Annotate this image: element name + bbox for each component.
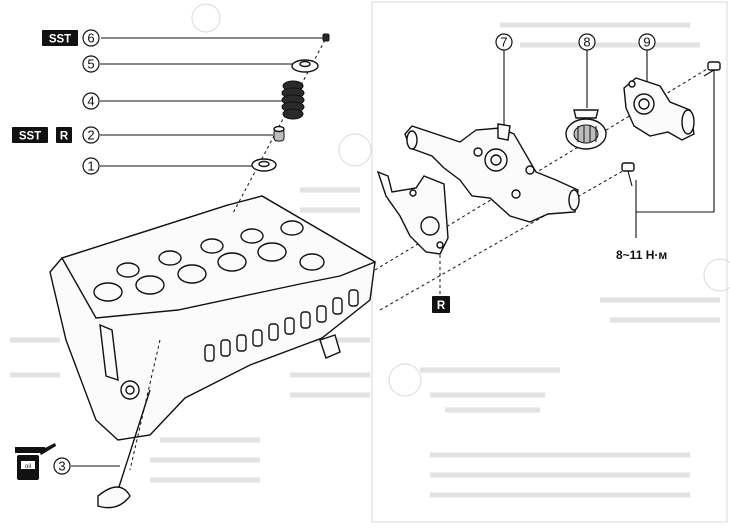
svg-text:SST: SST <box>49 34 71 46</box>
svg-text:4: 4 <box>87 94 94 109</box>
svg-text:8~11 Н·м: 8~11 Н·м <box>616 248 667 262</box>
svg-text:5: 5 <box>87 57 94 72</box>
svg-text:7: 7 <box>500 35 507 50</box>
callout-4: 4 <box>82 92 100 110</box>
thermostat-part-8 <box>565 109 607 150</box>
lower-spring-seat-part-1 <box>251 158 277 172</box>
svg-text:R: R <box>60 131 69 143</box>
svg-text:3: 3 <box>58 459 65 474</box>
bolt-upper <box>703 61 721 77</box>
r-tag-part-2: R <box>56 127 72 143</box>
sst-tag-part-2: SST <box>12 127 48 143</box>
svg-text:oil: oil <box>25 464 31 470</box>
svg-text:6: 6 <box>87 31 94 46</box>
background-bleed-through <box>10 1 730 523</box>
bolt-lower <box>621 162 635 187</box>
callout-8: 8 <box>578 33 596 51</box>
callout-5: 5 <box>82 55 100 73</box>
upper-spring-seat-part-5 <box>291 59 319 73</box>
callout-6: 6 <box>82 29 100 47</box>
callout-3: 3 <box>53 457 71 475</box>
valve-seal-part-2 <box>273 125 285 142</box>
valve-part-3 <box>97 389 151 509</box>
svg-text:8: 8 <box>583 35 590 50</box>
svg-text:SST: SST <box>19 131 41 143</box>
right-assembly-dashes <box>374 50 715 311</box>
valve-spring-part-4 <box>281 80 305 120</box>
gasket <box>376 170 449 255</box>
thermostat-cover-part-9 <box>623 77 695 141</box>
svg-text:2: 2 <box>87 128 94 143</box>
sst-tag-part-6: SST <box>42 30 78 46</box>
svg-text:9: 9 <box>643 35 650 50</box>
oil-can-icon: oil <box>15 443 56 480</box>
callout-7: 7 <box>495 33 513 51</box>
r-tag-gasket: R <box>432 296 450 313</box>
water-outlet-part-7 <box>404 123 580 223</box>
svg-text:R: R <box>437 300 446 312</box>
cylinder-head <box>49 195 377 441</box>
valve-keepers-part-6 <box>322 33 330 42</box>
callout-1: 1 <box>82 157 100 175</box>
callout-9: 9 <box>638 33 656 51</box>
svg-text:1: 1 <box>87 159 94 174</box>
torque-spec: 8~11 Н·м <box>616 248 667 262</box>
callout-2: 2 <box>82 126 100 144</box>
